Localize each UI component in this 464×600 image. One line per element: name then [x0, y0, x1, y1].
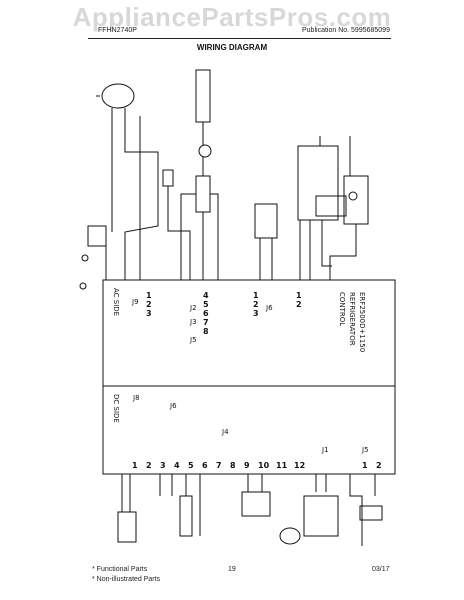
footnote-functional: * Functional Parts — [92, 566, 148, 573]
sensor-harness-center — [179, 495, 193, 537]
overload-symbol — [198, 144, 212, 158]
connector-ac-1: J3 — [189, 318, 197, 326]
connector-ac-4: J9 — [131, 298, 139, 306]
inverter-compressor-symbol — [279, 527, 301, 545]
page-number: 19 — [228, 566, 236, 573]
defrost-heater-block — [254, 203, 278, 239]
board-name-line3: CONTROL — [338, 292, 346, 326]
connector-dc-2: J4 — [221, 428, 229, 436]
model-number: FFHN2740P — [98, 27, 137, 34]
pin-dc-5: 6 — [202, 461, 208, 470]
connector-ac-0: J2 — [189, 304, 197, 312]
wiring-diagram: ERF2500D+1150 REFRIGERATOR CONTROL AC SI… — [79, 69, 396, 546]
pin-dc-12: 1 — [362, 461, 368, 470]
connector-ac-3: J6 — [265, 304, 273, 312]
pin-dc-8: 9 — [244, 461, 250, 470]
thermistor-harness-left — [117, 511, 137, 543]
light-assembly-block — [297, 145, 339, 221]
damper-motor-box — [303, 495, 339, 537]
pin-ac-5: 6 — [203, 309, 209, 318]
control-board-outline — [102, 279, 396, 475]
pin-dc-6: 7 — [216, 461, 222, 470]
footnote-non-illustrated: * Non-illustrated Parts — [92, 576, 161, 583]
compressor-symbol — [101, 83, 135, 109]
site-watermark: AppliancePartsPros.com — [72, 2, 392, 32]
fan-motor-block — [195, 69, 211, 123]
pin-ac-6: 7 — [203, 318, 209, 327]
pin-ac-7: 8 — [203, 327, 209, 336]
connector-dc-0: J8 — [132, 394, 140, 402]
pin-dc-13: 2 — [376, 461, 382, 470]
pin-ac-1: 2 — [146, 300, 152, 309]
pin-ac-9: 2 — [253, 300, 259, 309]
pin-dc-1: 2 — [146, 461, 152, 470]
connector-dc-4: J5 — [361, 446, 369, 454]
pin-dc-4: 5 — [188, 461, 194, 470]
pin-dc-2: 3 — [160, 461, 166, 470]
door-switch-block — [315, 195, 347, 217]
pin-ac-12: 2 — [296, 300, 302, 309]
dc-side-label: DC SIDE — [112, 394, 120, 423]
board-name-line1: ERF2500D+1150 — [358, 292, 366, 352]
connector-ac-2: J5 — [189, 336, 197, 344]
footer-date: 03/17 — [372, 566, 390, 573]
relay-block — [195, 175, 211, 213]
capacitor-block — [162, 169, 174, 187]
pin-dc-7: 8 — [230, 461, 236, 470]
pin-ac-8: 1 — [253, 291, 259, 300]
header-rule — [88, 38, 391, 39]
pin-dc-10: 11 — [276, 461, 288, 470]
pin-ac-10: 3 — [253, 309, 259, 318]
pin-ac-4: 5 — [203, 300, 209, 309]
board-name-line2: REFRIGERATOR — [348, 292, 356, 346]
connector-dc-3: J1 — [321, 446, 329, 454]
pin-dc-3: 4 — [174, 461, 180, 470]
pin-ac-11: 1 — [296, 291, 302, 300]
ac-side-label: AC SIDE — [112, 288, 120, 316]
pin-dc-0: 1 — [132, 461, 138, 470]
ice-maker-block — [343, 175, 369, 225]
pin-dc-9: 10 — [258, 461, 270, 470]
freezer-fan-box — [359, 505, 383, 521]
pin-ac-2: 3 — [146, 309, 152, 318]
diagram-title: WIRING DIAGRAM — [196, 43, 268, 52]
pin-ac-3: 4 — [203, 291, 209, 300]
publication-number: Publication No. 5995685099 — [302, 27, 390, 34]
compressor-control-box — [241, 491, 271, 517]
connector-dc-1: J6 — [169, 402, 177, 410]
power-cord-block — [87, 225, 107, 247]
pin-dc-11: 12 — [294, 461, 305, 470]
pin-ac-0: 1 — [146, 291, 152, 300]
